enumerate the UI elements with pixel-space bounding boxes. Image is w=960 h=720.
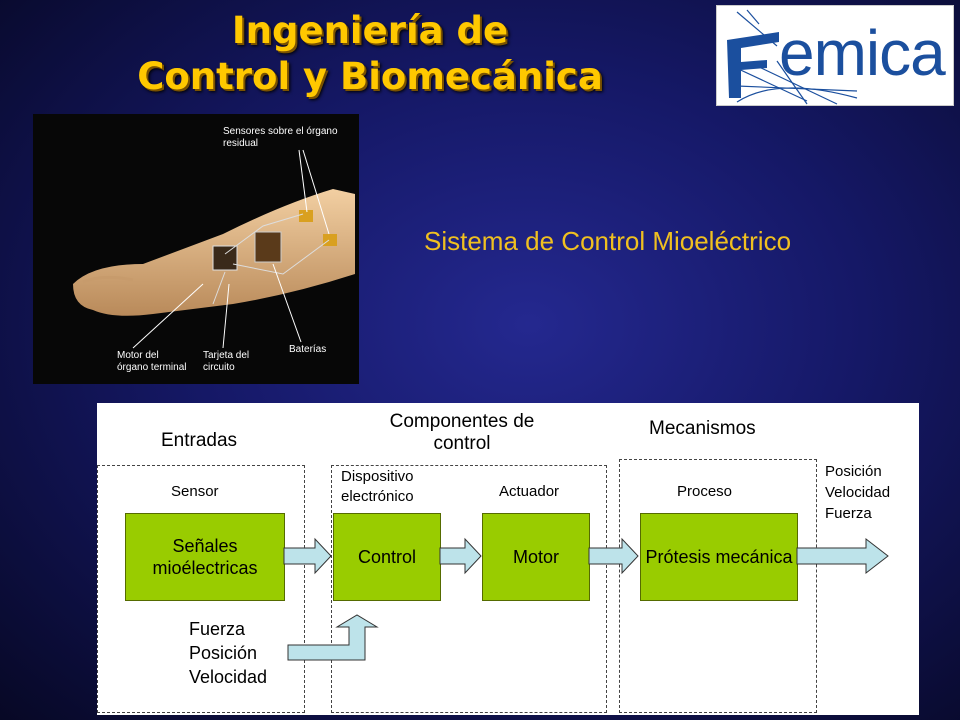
output-item: Velocidad: [825, 484, 891, 501]
title-line-1: Ingeniería de: [231, 9, 509, 52]
batteries-label: Baterías: [289, 344, 327, 355]
subtitle: Sistema de Control Mioeléctrico: [424, 226, 792, 256]
device-label: Dispositivo electrónico: [341, 468, 414, 505]
feedback-item: Posición: [189, 643, 258, 663]
section-mechanisms: Mecanismos: [649, 418, 756, 439]
card-label: Tarjeta del circuito: [203, 350, 250, 373]
inputs-region: [97, 465, 305, 713]
feedback-list: Fuerza Posición Velocidad: [189, 617, 267, 689]
actuator-label: Actuador: [499, 483, 560, 500]
motor-box: Motor: [482, 513, 590, 601]
femica-logo: emica: [716, 5, 954, 106]
prosthesis-box: Prótesis mecánica: [640, 513, 798, 601]
sensors-label: Sensores sobre el órgano residual: [223, 126, 338, 149]
section-inputs: Entradas: [161, 430, 238, 451]
arrow-motor-to-prosthesis-icon: [588, 537, 639, 575]
sensor-label: Sensor: [171, 483, 219, 500]
signals-box: Señales mioélectricas: [125, 513, 285, 601]
outputs-list: Posición Velocidad Fuerza: [825, 461, 890, 524]
components-region: [331, 465, 607, 713]
output-item: Posición: [825, 463, 882, 480]
process-label: Proceso: [677, 483, 733, 500]
slide-title: Ingeniería de Control y Biomecánica: [60, 8, 680, 100]
section-components: Componentes de control: [389, 411, 535, 454]
arrow-control-to-motor-icon: [439, 537, 482, 575]
feedback-item: Fuerza: [189, 619, 246, 639]
logo-text: emica: [779, 17, 946, 89]
arrow-feedback-icon: [287, 614, 379, 661]
mechanisms-region: [619, 459, 817, 713]
control-system-diagram: Entradas Componentes de control Mecanism…: [97, 403, 919, 715]
prosthetic-arm-photo: Sensores sobre el órgano residual Motor …: [33, 114, 359, 384]
arrow-signals-to-control-icon: [283, 537, 332, 575]
arm-illustration-icon: [73, 149, 355, 349]
arrow-output-icon: [796, 537, 889, 575]
logo-mark-icon: [727, 9, 858, 105]
title-line-2: Control y Biomecánica: [137, 55, 603, 98]
feedback-item: Velocidad: [189, 667, 268, 687]
motor-label: Motor del órgano terminal: [117, 350, 187, 373]
output-item: Fuerza: [825, 505, 872, 522]
control-box: Control: [333, 513, 441, 601]
